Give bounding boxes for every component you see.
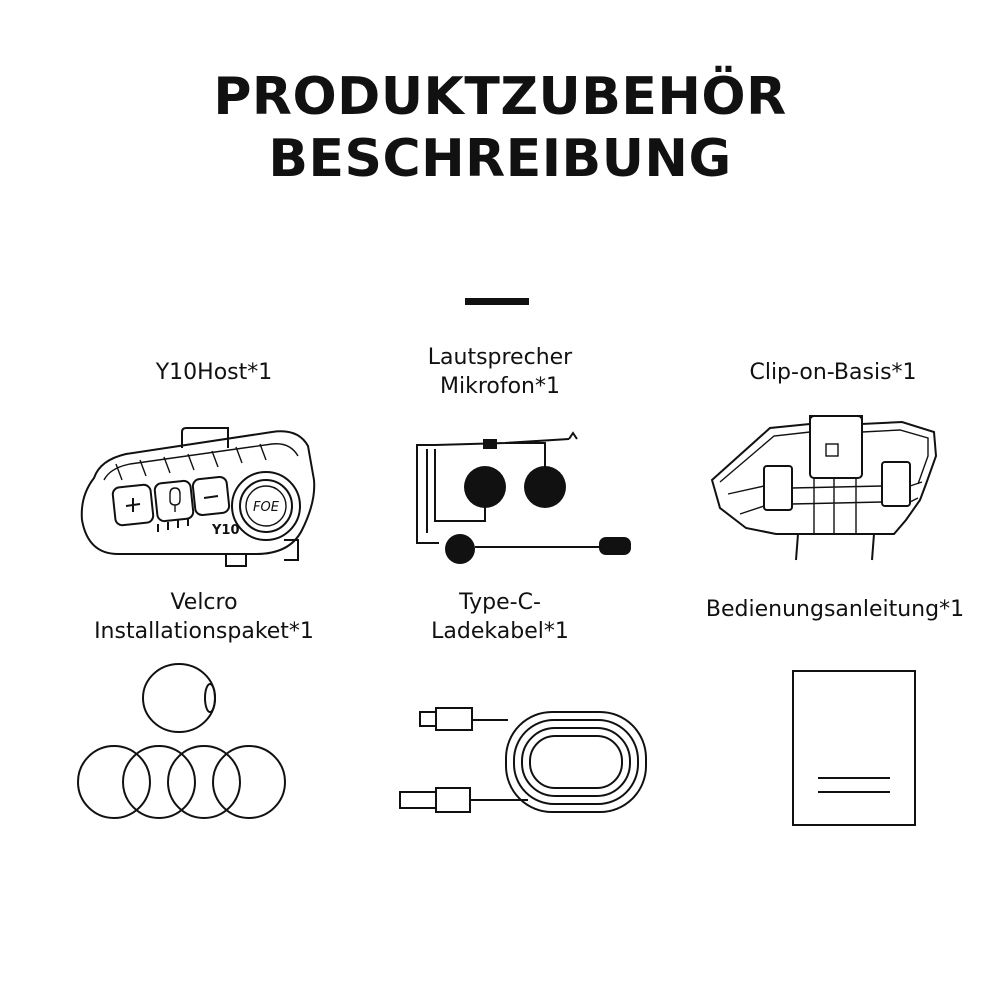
item-label-host: Y10Host*1 bbox=[155, 360, 273, 385]
manual-booklet-icon bbox=[790, 668, 918, 832]
intercom-device-icon: FOE Y10 bbox=[76, 420, 320, 574]
page-title-line-1: PRODUKTZUBEHÖR bbox=[213, 67, 787, 127]
item-label-clip-base: Clip-on-Basis*1 bbox=[749, 360, 917, 385]
usb-c-cable-icon bbox=[396, 700, 648, 834]
speaker-microphone-icon bbox=[405, 425, 635, 574]
page-title: PRODUKTZUBEHÖR BESCHREIBUNG bbox=[0, 66, 1000, 190]
clip-mount-icon bbox=[706, 410, 942, 570]
knob-text: FOE bbox=[253, 500, 280, 515]
item-label-manual: Bedienungsanleitung*1 bbox=[705, 597, 965, 622]
title-divider bbox=[465, 298, 529, 305]
page-title-line-2: BESCHREIBUNG bbox=[268, 129, 732, 189]
item-label-speaker-microphone: Lautsprecher Mikrofon*1 bbox=[427, 345, 573, 399]
item-label-charging-cable: Type-C- Ladekabel*1 bbox=[431, 590, 569, 644]
velcro-pads-icon bbox=[76, 660, 292, 830]
item-label-velcro: Velcro Installationspaket*1 bbox=[94, 590, 314, 644]
device-model-text: Y10 bbox=[211, 523, 240, 538]
